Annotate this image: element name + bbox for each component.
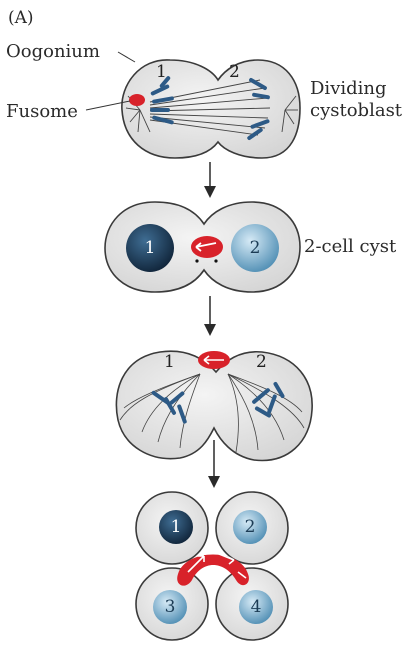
stage4-number-3: 3: [155, 597, 185, 617]
fusome-label: Fusome: [6, 101, 78, 122]
dividing-cystoblast-cell: [122, 60, 300, 158]
panel-letter: (A): [8, 8, 34, 28]
stage1-number-1: 1: [156, 62, 167, 82]
dividing-label-line1: Dividing: [310, 78, 410, 100]
fusome-stage2: [191, 236, 223, 258]
stage4-number-4: 4: [241, 597, 271, 617]
stage3-number-1: 1: [164, 352, 175, 372]
stage2-number-1: 1: [135, 238, 165, 258]
stage1-number-2: 2: [229, 62, 240, 82]
stage3-number-2: 2: [256, 352, 267, 372]
oogonium-leader-line: [118, 52, 135, 62]
dividing-cystoblast-label: Dividing cystoblast: [310, 78, 410, 122]
stage4-number-2: 2: [235, 517, 265, 537]
dividing-label-line2: cystoblast: [310, 100, 410, 122]
fusome-stage1: [129, 94, 145, 106]
stage4-number-1: 1: [161, 517, 191, 537]
two-cell-cyst-label: 2-cell cyst: [304, 236, 396, 257]
stage2-number-2: 2: [240, 238, 270, 258]
oogonium-label: Oogonium: [6, 41, 100, 62]
